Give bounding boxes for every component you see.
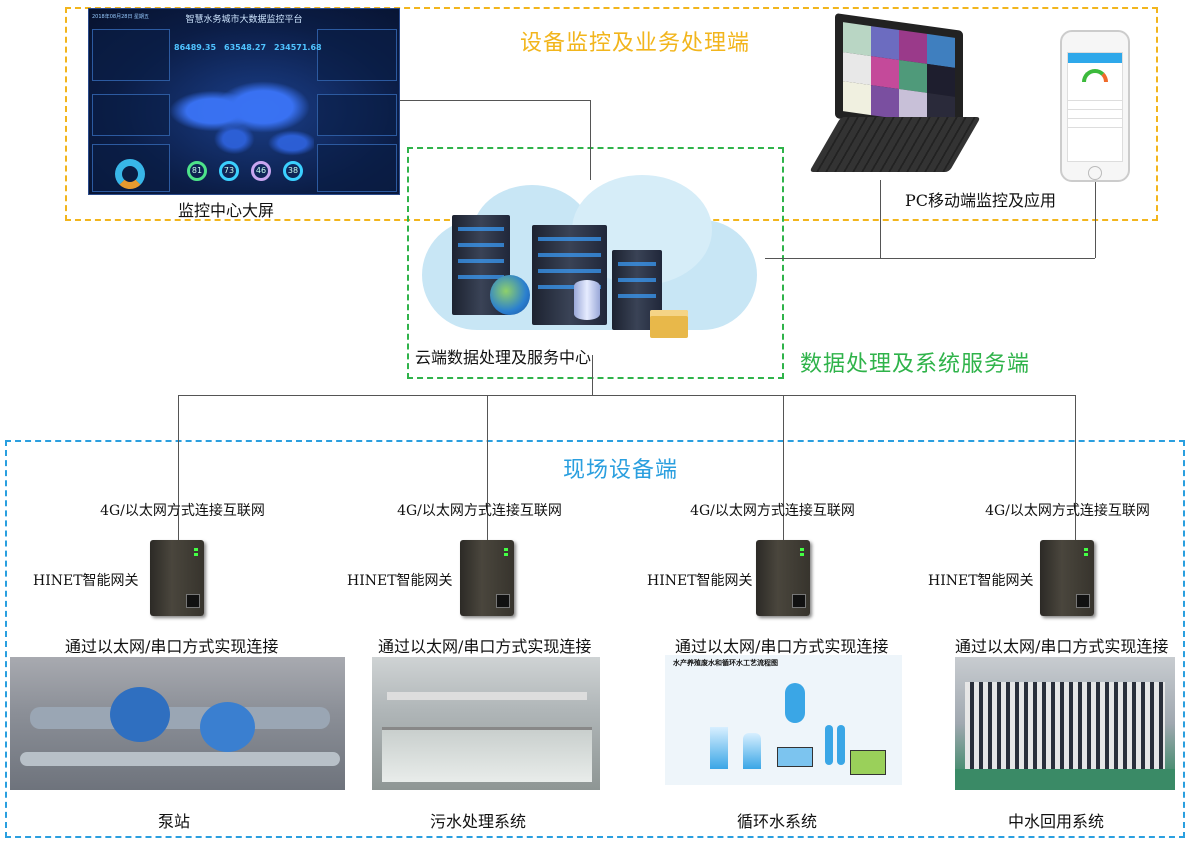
connector-line <box>590 100 591 180</box>
dashboard-panel <box>92 29 170 81</box>
site-name: 泵站 <box>158 812 191 831</box>
laptop-icon <box>795 13 981 182</box>
folder-icon <box>650 310 688 338</box>
dashboard-panel <box>317 29 397 81</box>
process-diagram-title: 水产养殖废水和循环水工艺流程图 <box>673 659 778 667</box>
network-label: 4G/以太网方式连接互联网 <box>690 503 855 519</box>
pc-mobile-caption: PC移动端监控及应用 <box>905 191 1057 210</box>
connection-label: 通过以太网/串口方式实现连接 <box>675 637 889 656</box>
connector-line <box>400 100 590 101</box>
connection-label: 通过以太网/串口方式实现连接 <box>955 637 1169 656</box>
donut-chart <box>115 159 145 189</box>
connector-line <box>487 395 488 540</box>
connector-line <box>592 355 593 395</box>
globe-icon <box>490 275 530 315</box>
gauge: 81 <box>187 161 207 181</box>
hinet-gateway-device <box>756 540 810 616</box>
connector-line <box>880 180 881 258</box>
monitoring-dashboard-screen: 2018年08月28日 星期五 智慧水务城市大数据监控平台 86489.35 6… <box>88 8 400 195</box>
cloud-section-title: 数据处理及系统服务端 <box>800 352 1031 377</box>
connector-line <box>1095 182 1096 258</box>
dashboard-panel <box>317 144 397 192</box>
dashboard-panel <box>92 94 170 136</box>
dashboard-caption: 监控中心大屏 <box>178 201 275 220</box>
network-label: 4G/以太网方式连接互联网 <box>100 503 265 519</box>
gateway-label: HINET智能网关 <box>347 573 453 589</box>
connection-label: 通过以太网/串口方式实现连接 <box>378 637 592 656</box>
gauge: 38 <box>283 161 303 181</box>
site-name: 中水回用系统 <box>1008 812 1105 831</box>
field-section-title: 现场设备端 <box>563 458 679 483</box>
gateway-label: HINET智能网关 <box>33 573 139 589</box>
connector-line <box>178 395 1076 396</box>
site-name: 循环水系统 <box>737 812 818 831</box>
smartphone-icon <box>1060 30 1130 182</box>
gauge: 73 <box>219 161 239 181</box>
gateway-label: HINET智能网关 <box>647 573 753 589</box>
connector-line <box>783 395 784 540</box>
gauge: 46 <box>251 161 271 181</box>
network-label: 4G/以太网方式连接互联网 <box>397 503 562 519</box>
hinet-gateway-device <box>460 540 514 616</box>
monitoring-section-title: 设备监控及业务处理端 <box>520 31 751 56</box>
cloud-servers-icon <box>412 175 767 350</box>
hinet-gateway-device <box>1040 540 1094 616</box>
network-label: 4G/以太网方式连接互联网 <box>985 503 1150 519</box>
circulating-water-process-diagram: 水产养殖废水和循环水工艺流程图 <box>665 655 902 785</box>
pump-station-photo <box>10 657 345 790</box>
field-section-box <box>5 440 1185 838</box>
connection-label: 通过以太网/串口方式实现连接 <box>65 637 279 656</box>
connector-line <box>765 258 1095 259</box>
cloud-center-caption: 云端数据处理及服务中心 <box>415 348 592 367</box>
site-name: 污水处理系统 <box>430 812 527 831</box>
connector-line <box>1075 395 1076 540</box>
dashboard-stat: 234571.68 <box>274 43 322 52</box>
dashboard-date: 2018年08月28日 星期五 <box>92 14 150 20</box>
gateway-label: HINET智能网关 <box>928 573 1034 589</box>
connector-line <box>178 395 179 540</box>
cloud-section-box <box>407 147 784 379</box>
dashboard-title: 智慧水务城市大数据监控平台 <box>185 15 303 25</box>
dashboard-stat: 86489.35 <box>174 43 217 52</box>
water-reuse-photo <box>955 657 1175 790</box>
hinet-gateway-device <box>150 540 204 616</box>
sewage-treatment-photo <box>372 657 600 790</box>
dashboard-stat: 63548.27 <box>224 43 267 52</box>
world-map <box>169 79 314 159</box>
dashboard-panel <box>317 94 397 136</box>
database-icon <box>574 280 600 320</box>
